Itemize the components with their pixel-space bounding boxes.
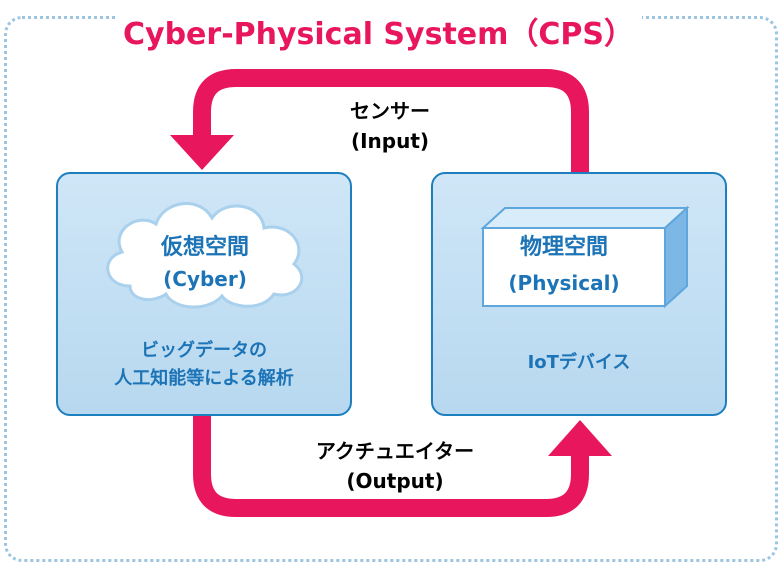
cube-icon: [480, 205, 690, 309]
input-label: センサー (Input): [290, 96, 490, 156]
physical-desc: IoTデバイス: [527, 352, 631, 373]
cyber-desc-line2: 人工知能等による解析: [114, 368, 294, 389]
cps-frame: Cyber-Physical System（CPS）: [4, 15, 778, 562]
cyber-space-box: 仮想空間 (Cyber) ビッグデータの 人工知能等による解析: [56, 172, 352, 416]
physical-name: 物理空間: [519, 235, 608, 260]
input-arrowhead: [170, 135, 234, 170]
input-label-line1: センサー: [350, 99, 430, 123]
output-label-line1: アクチュエイター: [315, 439, 475, 463]
cyber-name-en: (Cyber): [163, 267, 247, 291]
diagram-title: Cyber-Physical System（CPS）: [115, 15, 643, 55]
cyber-desc-line1: ビッグデータの: [141, 340, 267, 361]
physical-name-en: (Physical): [508, 271, 620, 295]
output-label: アクチュエイター (Output): [250, 436, 540, 496]
input-arrow-path: [193, 69, 589, 172]
cloud-icon: [106, 202, 304, 309]
output-label-line2: (Output): [346, 469, 444, 493]
cyber-name: 仮想空間: [160, 235, 249, 260]
output-arrowhead: [548, 420, 612, 456]
output-arrow-path: [193, 416, 589, 517]
physical-space-box: 物理空間 (Physical) IoTデバイス: [431, 172, 727, 416]
input-label-line2: (Input): [350, 129, 430, 153]
